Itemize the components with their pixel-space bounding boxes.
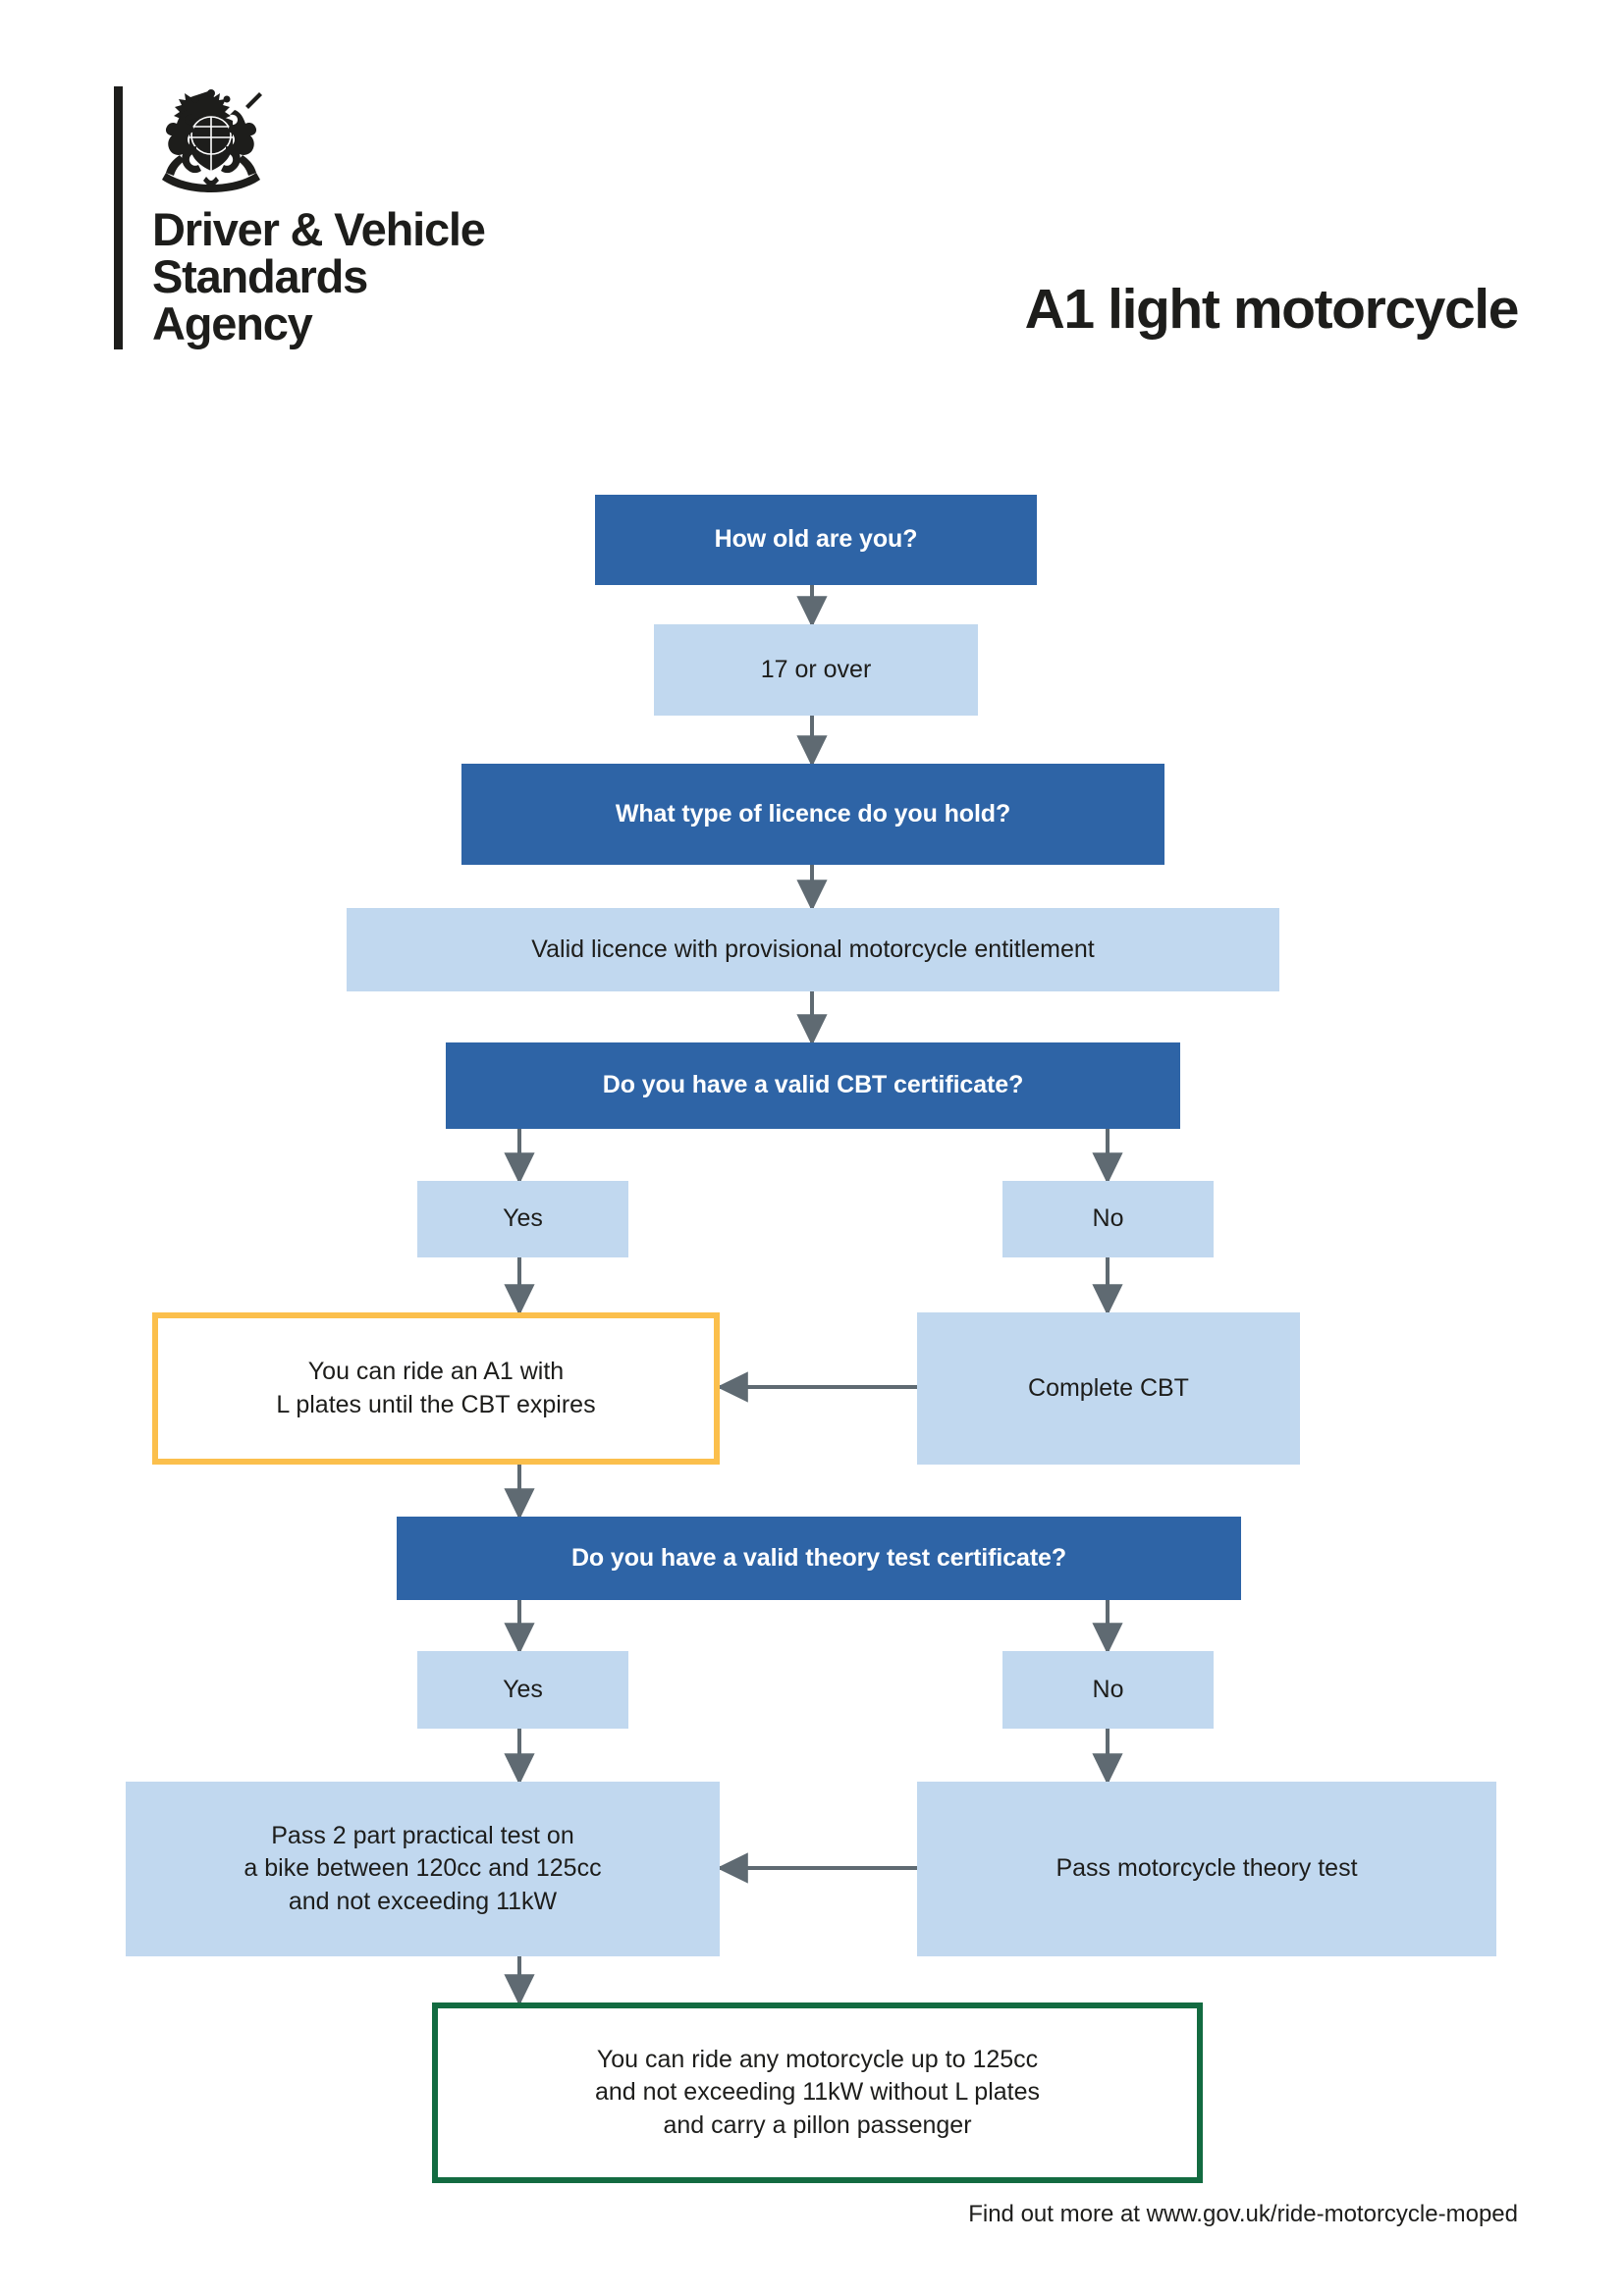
node-label-line-1: You can ride any motorcycle up to 125cc — [596, 2045, 1039, 2073]
node-label: Do you have a valid theory test certific… — [570, 1543, 1067, 1572]
footer-find-out-more[interactable]: Find out more at www.gov.uk/ride-motorcy… — [968, 2201, 1518, 2227]
node-answer-theory-no[interactable]: No — [1002, 1651, 1214, 1729]
dvsa-logo-text: Driver & Vehicle Standards Agency — [152, 203, 486, 349]
logo-line-3: Agency — [152, 296, 313, 349]
node-label-line-3: and carry a pillon passenger — [663, 2110, 972, 2139]
node-answer-valid-licence[interactable]: Valid licence with provisional motorcycl… — [347, 908, 1279, 991]
node-action-complete-cbt[interactable]: Complete CBT — [917, 1312, 1300, 1465]
node-outcome-full-a1-entitlement[interactable]: You can ride any motorcycle up to 125cc … — [432, 2002, 1203, 2183]
node-label-line-2: and not exceeding 11kW without L plates — [594, 2078, 1041, 2107]
node-label: Pass motorcycle theory test — [1056, 1854, 1358, 1883]
node-question-age[interactable]: How old are you? — [595, 495, 1037, 585]
node-question-theory-certificate[interactable]: Do you have a valid theory test certific… — [397, 1517, 1241, 1600]
node-question-cbt-certificate[interactable]: Do you have a valid CBT certificate? — [446, 1042, 1180, 1129]
node-label-line-3: and not exceeding 11kW — [288, 1887, 558, 1915]
node-action-pass-theory-test[interactable]: Pass motorcycle theory test — [917, 1782, 1496, 1956]
node-label: Do you have a valid CBT certificate? — [602, 1071, 1024, 1099]
page-title: A1 light motorcycle — [1024, 278, 1520, 341]
logo-line-2: Standards — [152, 249, 368, 302]
node-answer-17-or-over[interactable]: 17 or over — [654, 624, 978, 716]
node-answer-cbt-no[interactable]: No — [1002, 1181, 1214, 1257]
node-label: No — [1092, 1675, 1124, 1703]
node-label-line-2: a bike between 120cc and 125cc — [244, 1854, 602, 1883]
node-question-licence-type[interactable]: What type of licence do you hold? — [461, 764, 1164, 865]
node-label-line-1: Pass 2 part practical test on — [271, 1821, 574, 1849]
node-label: Complete CBT — [1028, 1373, 1189, 1402]
logo-line-1: Driver & Vehicle — [152, 203, 486, 255]
node-action-pass-practical-test[interactable]: Pass 2 part practical test on a bike bet… — [126, 1782, 720, 1956]
page-header: Driver & Vehicle Standards Agency A1 lig… — [0, 0, 1624, 412]
logo-divider-rule — [114, 86, 123, 349]
node-label: What type of licence do you hold? — [615, 799, 1011, 828]
node-label: 17 or over — [760, 655, 872, 683]
node-label: Yes — [503, 1204, 543, 1233]
node-label: Yes — [503, 1675, 543, 1703]
node-label: No — [1092, 1204, 1124, 1233]
node-answer-cbt-yes[interactable]: Yes — [417, 1181, 628, 1257]
node-label: Valid licence with provisional motorcycl… — [531, 934, 1095, 963]
dvsa-logo: Driver & Vehicle Standards Agency — [114, 86, 486, 349]
node-label-line-1: You can ride an A1 with — [307, 1358, 565, 1385]
node-answer-theory-yes[interactable]: Yes — [417, 1651, 628, 1729]
node-outcome-ride-a1-with-l-plates[interactable]: You can ride an A1 with L plates until t… — [152, 1312, 720, 1465]
node-label: How old are you? — [714, 525, 918, 554]
node-label-line-2: L plates until the CBT expires — [276, 1390, 596, 1418]
royal-coat-of-arms-icon — [162, 89, 262, 192]
